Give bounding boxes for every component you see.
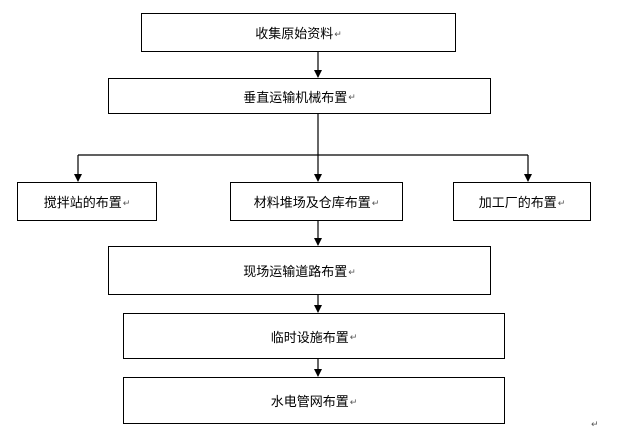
node-pipe-label: 水电管网布置 [270,395,349,410]
node-site-road: 现场运输道路布置↵ [108,246,491,295]
paragraph-mark-icon: ↵ [349,397,358,408]
paragraph-mark-icon: ↵ [348,93,356,103]
paragraph-mark-icon: ↵ [334,29,342,40]
paragraph-mark-icon: ↵ [557,198,566,209]
node-mixing-label: 搅拌站的布置 [43,196,122,211]
node-vertical-transport: 垂直运输机械布置↵ [108,78,491,114]
node-factory-label: 加工厂的布置 [478,196,557,211]
paragraph-mark-icon: ↵ [348,267,356,278]
paragraph-mark-icon: ↵ [122,198,131,209]
node-water-power-network: 水电管网布置↵ [123,377,505,424]
node-collect-label: 收集原始资料 [255,27,334,42]
node-material-yard: 材料堆场及仓库布置↵ [230,182,403,221]
node-material-label: 材料堆场及仓库布置 [253,196,371,211]
paragraph-mark-icon: ↵ [349,333,358,343]
node-road-label: 现场运输道路布置 [243,265,348,280]
node-mixing-station: 搅拌站的布置↵ [17,182,157,221]
node-temp-label: 临时设施布置 [270,330,349,346]
node-collect-raw-data: 收集原始资料↵ [141,13,456,52]
node-vertical-label: 垂直运输机械布置 [243,90,348,106]
paragraph-mark-icon: ↵ [591,420,599,430]
node-processing-plant: 加工厂的布置↵ [453,182,591,221]
node-temporary-facilities: 临时设施布置↵ [123,313,505,359]
paragraph-mark-icon: ↵ [371,198,380,209]
